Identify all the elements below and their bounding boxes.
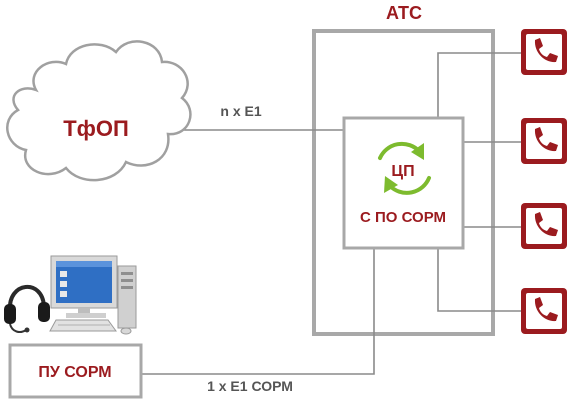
refresh-arrows-icon [378,141,431,195]
ats-frame [312,29,495,336]
cpu-box [342,116,465,250]
phone-handset-icon [534,212,558,237]
phone-line-4 [437,248,521,312]
sorm-link-label: 1 x E1 СОРМ [207,378,293,394]
connection-lines [141,52,521,375]
headset-icon [4,285,50,333]
control-panel-label: ПУ СОРМ [38,364,111,381]
phone-line-1 [437,52,521,118]
desktop-computer-icon [49,255,137,335]
control-panel-box [8,343,143,399]
sorm-line [141,248,375,375]
pstn-cloud [6,40,192,182]
phone-2 [521,118,567,164]
cpu-label: ЦП [391,163,414,180]
phone-3 [521,203,567,249]
pstn-label: ТфОП [63,116,129,141]
phone-1 [521,29,567,75]
phone-4 [521,288,567,334]
cpu-sublabel: С ПО СОРМ [360,209,446,226]
phone-handset-icon [534,127,558,152]
ats-title: АТС [386,3,422,23]
trunk-label: n x E1 [220,103,261,119]
phone-handset-icon [534,38,558,63]
phone-handset-icon [534,297,558,322]
